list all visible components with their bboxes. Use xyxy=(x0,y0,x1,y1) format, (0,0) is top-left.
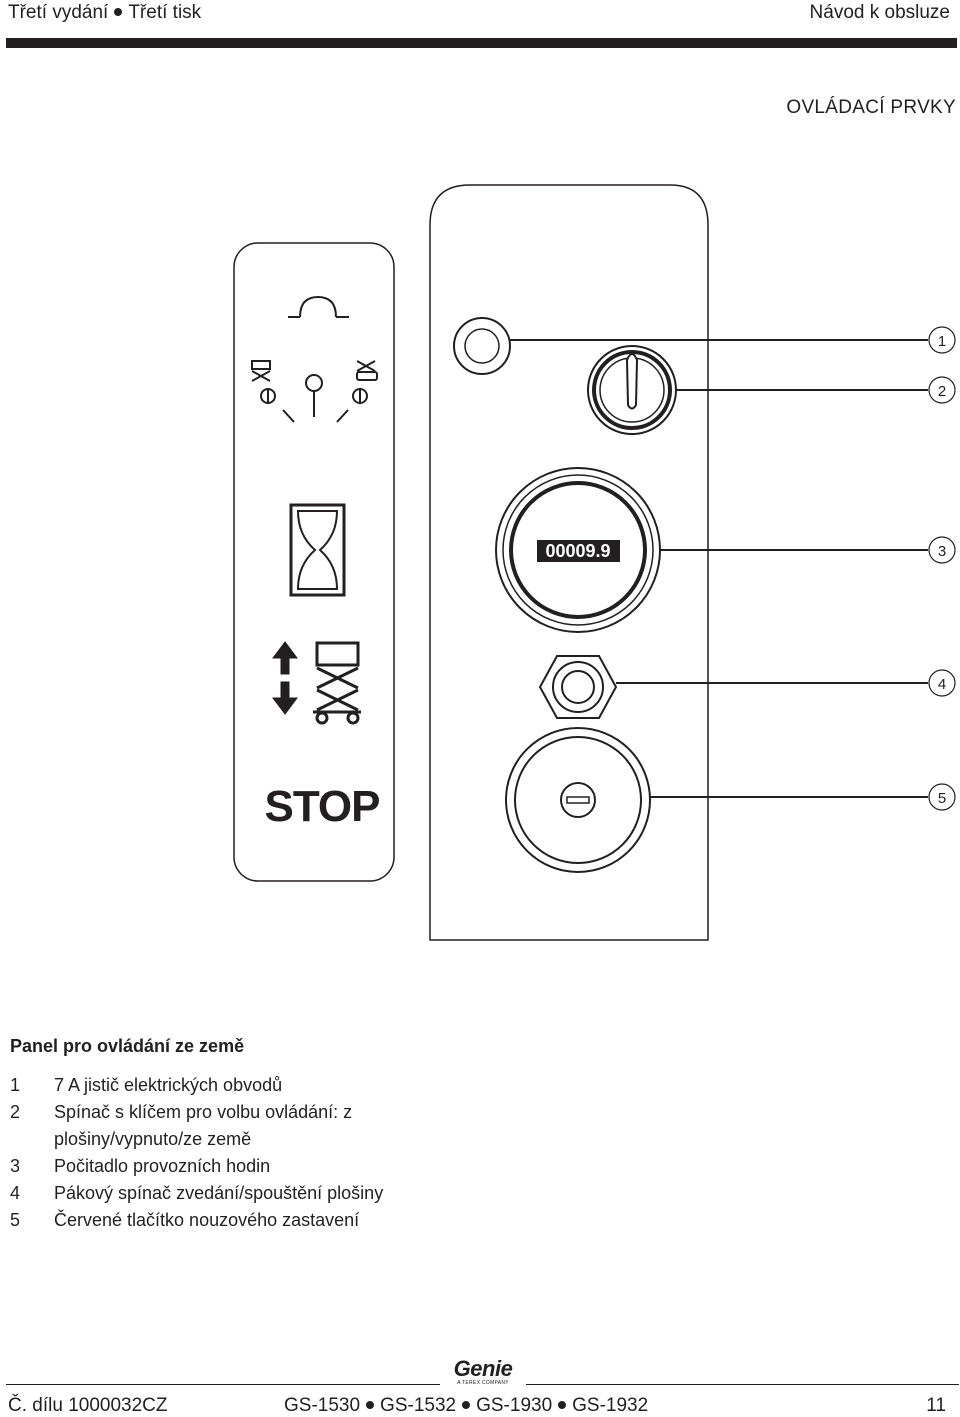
model-name: GS-1530 xyxy=(284,1395,361,1416)
caption-title: Panel pro ovládání ze země xyxy=(10,1036,245,1056)
legend-item: 3 Počitadlo provozních hodin xyxy=(10,1153,554,1180)
decal-strip xyxy=(233,242,395,882)
callout-2: 2 xyxy=(928,376,956,404)
edition-text: Třetí vydání xyxy=(8,2,109,23)
header-rule xyxy=(6,38,957,48)
genie-logo: Genie A TEREX COMPANY xyxy=(440,1358,526,1388)
stop-label: STOP xyxy=(264,782,379,831)
hourglass-icon xyxy=(289,503,346,597)
callout-leaders xyxy=(510,339,928,798)
control-box xyxy=(429,184,709,941)
callout-2-label: 2 xyxy=(938,383,946,400)
callout-markers: 1 2 3 4 5 xyxy=(928,326,956,811)
callout-3: 3 xyxy=(928,536,956,564)
header-edition: Třetí vydání Třetí tisk xyxy=(8,2,201,24)
callout-5-label: 5 xyxy=(938,790,946,807)
legend-number: 1 xyxy=(10,1075,21,1095)
section-title: OVLÁDACÍ PRVKY xyxy=(786,97,956,118)
legend-text: 7 A jistič elektrických obvodů xyxy=(54,1075,283,1095)
bullet-icon xyxy=(462,1400,471,1409)
model-name: GS-1532 xyxy=(380,1395,457,1416)
legend-text: Počitadlo provozních hodin xyxy=(54,1156,271,1176)
callout-3-label: 3 xyxy=(938,543,946,560)
callout-1: 1 xyxy=(928,326,956,354)
hour-meter: 00009.9 xyxy=(495,467,661,633)
lift-lower-icon xyxy=(272,641,361,725)
legend-item: 1 7 A jistič elektrických obvodů xyxy=(10,1072,554,1099)
lift-lower-toggle-switch[interactable] xyxy=(538,655,618,719)
model-name: GS-1932 xyxy=(572,1395,649,1416)
legend-text: Spínač s klíčem pro volbu ovládání: z pl… xyxy=(54,1102,353,1149)
legend-list: 1 7 A jistič elektrických obvodů 2 Spína… xyxy=(10,1072,554,1234)
bullet-icon xyxy=(366,1400,375,1409)
key-switch[interactable] xyxy=(587,345,677,435)
callout-1-label: 1 xyxy=(938,333,946,350)
header-manual-title: Návod k obsluze xyxy=(809,2,950,23)
logo-wordmark: Genie xyxy=(453,1356,513,1381)
model-name: GS-1930 xyxy=(476,1395,553,1416)
bullet-icon xyxy=(558,1400,567,1409)
legend-number: 5 xyxy=(10,1210,21,1230)
legend-number: 4 xyxy=(10,1183,21,1203)
part-number: Č. dílu 1000032CZ xyxy=(8,1395,168,1416)
legend-item: 2 Spínač s klíčem pro volbu ovládání: z … xyxy=(10,1099,554,1153)
key-switch-symbols-icon xyxy=(251,295,378,423)
hour-meter-readout: 00009.9 xyxy=(545,541,610,561)
legend-item: 4 Pákový spínač zvedání/spouštění plošin… xyxy=(10,1180,554,1207)
legend-number: 2 xyxy=(10,1102,21,1122)
legend-text: Pákový spínač zvedání/spouštění plošiny xyxy=(54,1183,384,1203)
logo-tagline: A TEREX COMPANY xyxy=(457,1380,509,1386)
callout-5: 5 xyxy=(928,783,956,811)
legend-text: Červené tlačítko nouzového zastavení xyxy=(54,1210,360,1230)
key-slot-icon xyxy=(625,353,639,410)
model-list: GS-1530 GS-1532 GS-1930 GS-1932 xyxy=(284,1395,648,1417)
callout-4-label: 4 xyxy=(938,676,946,693)
bullet-icon xyxy=(114,7,123,16)
callout-4: 4 xyxy=(928,669,956,697)
circuit-breaker-button[interactable] xyxy=(453,317,511,375)
printing-text: Třetí tisk xyxy=(128,2,202,23)
emergency-stop-button[interactable] xyxy=(505,727,651,873)
ground-control-panel-diagram: STOP 00009.9 xyxy=(233,184,956,941)
legend-item: 5 Červené tlačítko nouzového zastavení xyxy=(10,1207,554,1234)
legend-number: 3 xyxy=(10,1156,21,1176)
page-number: 11 xyxy=(926,1395,946,1416)
